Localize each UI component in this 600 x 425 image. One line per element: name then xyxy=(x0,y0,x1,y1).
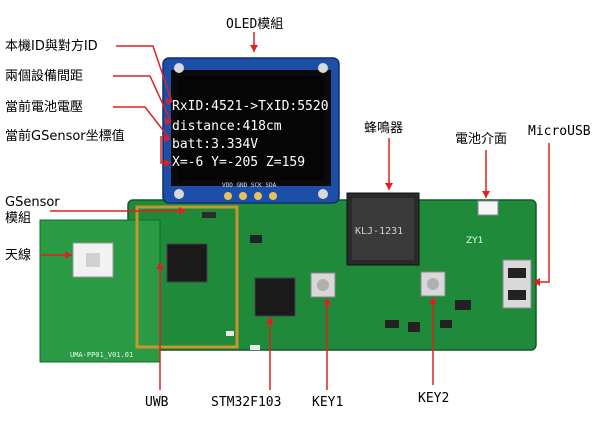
buzzer-marking: KLJ-1231 xyxy=(355,226,403,237)
label-key1: KEY1 xyxy=(312,395,344,410)
label-battery-voltage: 當前電池電壓 xyxy=(5,100,84,115)
label-battery-interface: 電池介面 xyxy=(455,132,508,147)
antenna-board xyxy=(39,219,161,363)
label-uwb: UWB xyxy=(145,395,169,410)
label-buzzer: 蜂鳴器 xyxy=(364,121,404,136)
brand-mark: ZY1 xyxy=(466,236,483,246)
micro-usb-port xyxy=(502,259,532,309)
battery-connector xyxy=(477,200,499,216)
label-distance: 兩個設備間距 xyxy=(5,69,84,84)
oled-line-ids: RxID:4521->TxID:5520 xyxy=(172,99,329,114)
label-gsensor-module-line1: GSensor xyxy=(5,195,60,210)
board-silkscreen: UMA-PP01_V01.01 xyxy=(70,351,133,359)
label-node-id: 本機ID與對方ID xyxy=(5,39,98,54)
oled-line-gsensor: X=-6 Y=-205 Z=159 xyxy=(172,155,305,170)
oled-pin-labels: VDD GND SCK SDA xyxy=(222,182,277,189)
label-gsensor-coords: 當前GSensor坐標值 xyxy=(5,129,125,144)
uwb-chip xyxy=(166,243,208,283)
label-antenna: 天線 xyxy=(5,248,32,263)
oled-line-battery: batt:3.334V xyxy=(172,137,258,152)
label-gsensor-module-line2: 模組 xyxy=(5,211,32,226)
mcu-chip xyxy=(254,277,296,317)
label-oled-module: OLED模組 xyxy=(226,17,284,32)
label-mcu: STM32F103 xyxy=(211,395,282,410)
label-micro-usb: MicroUSB xyxy=(528,124,591,139)
uwb-outline xyxy=(135,205,239,349)
oled-line-distance: distance:418cm xyxy=(172,119,282,134)
label-key2: KEY2 xyxy=(418,391,450,406)
